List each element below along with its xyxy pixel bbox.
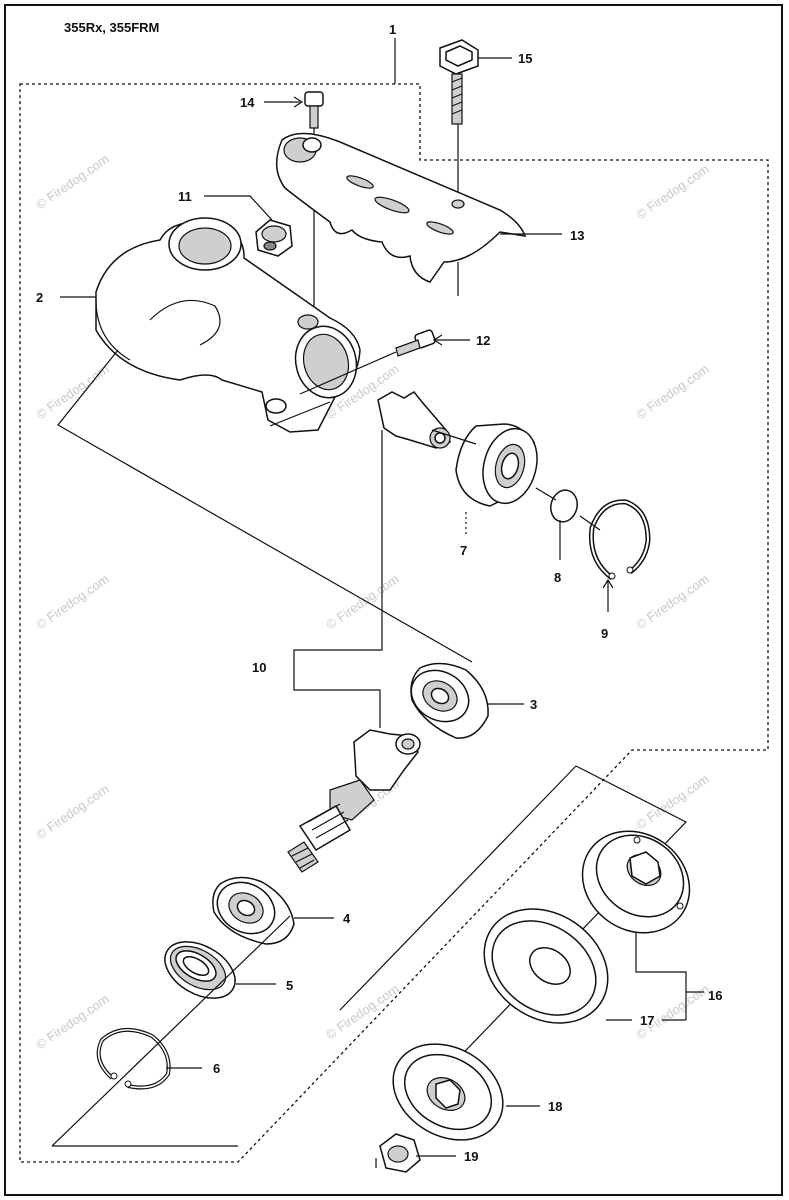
callout-14: 14 xyxy=(240,95,255,110)
callout-11: 11 xyxy=(178,189,192,204)
callout-8: 8 xyxy=(554,570,561,585)
callout-13: 13 xyxy=(570,228,584,243)
part-11-plug xyxy=(255,219,293,257)
watermark: © Firedog.com xyxy=(33,361,112,422)
callout-17: 17 xyxy=(640,1013,654,1028)
part-5-seal xyxy=(164,941,236,999)
leader-line-10 xyxy=(293,430,383,728)
leader-arrow-12 xyxy=(432,334,443,346)
watermark: © Firedog.com xyxy=(33,571,112,632)
part-10-bevel-gear-upper xyxy=(377,391,451,449)
alignment-line-right xyxy=(417,765,687,1101)
watermark: © Firedog.com xyxy=(633,161,712,222)
part-17-guard-washer xyxy=(483,908,609,1024)
callout-16: 16 xyxy=(708,988,722,1003)
callout-12: 12 xyxy=(476,333,490,348)
alignment-line-lower-left xyxy=(51,915,291,1147)
leader-arrow-9 xyxy=(602,578,614,589)
callout-15: 15 xyxy=(518,51,532,66)
part-16-flange xyxy=(581,830,691,934)
callout-19: 19 xyxy=(464,1149,478,1164)
part-13-clamp xyxy=(276,132,527,296)
watermark: © Firedog.com xyxy=(33,781,112,842)
shaft-line-9 xyxy=(579,515,601,531)
part-9-circlip-large xyxy=(588,499,651,580)
part-15-bolt xyxy=(439,39,479,200)
watermark: © Firedog.com xyxy=(323,981,402,1042)
callout-6: 6 xyxy=(213,1061,220,1076)
diagram-frame xyxy=(4,4,783,1196)
callout-7: 7 xyxy=(460,543,467,558)
leader-arrow-14 xyxy=(293,96,304,108)
watermark: © Firedog.com xyxy=(633,361,712,422)
part-6-circlip xyxy=(96,1028,171,1090)
callout-1: 1 xyxy=(389,22,396,37)
part-10-bevel-gear-shaft xyxy=(287,729,421,873)
shaft-line-8 xyxy=(535,487,557,501)
model-title: 355Rx, 355FRM xyxy=(64,20,160,35)
callout-2: 2 xyxy=(36,290,43,305)
watermark: © Firedog.com xyxy=(633,571,712,632)
part-12-screw xyxy=(299,329,436,395)
callout-3: 3 xyxy=(530,697,537,712)
watermark: © Firedog.com xyxy=(633,981,712,1042)
watermark: © Firedog.com xyxy=(633,771,712,832)
watermark: © Firedog.com xyxy=(33,151,112,212)
part-8-circlip-small xyxy=(550,489,578,523)
callout-10: 10 xyxy=(252,660,266,675)
alignment-line-center xyxy=(339,765,577,1011)
part-7-bearing xyxy=(431,423,538,507)
part-2-gear-housing xyxy=(95,217,361,433)
part-19-nut xyxy=(375,1133,421,1173)
alignment-line-2-3 xyxy=(57,349,473,663)
callout-18: 18 xyxy=(548,1099,562,1114)
part-4-bearing xyxy=(212,876,295,945)
part-3-bearing xyxy=(410,662,489,739)
callout-9: 9 xyxy=(601,626,608,641)
watermark: © Firedog.com xyxy=(323,571,402,632)
leader-line-16 xyxy=(635,932,687,1020)
callout-5: 5 xyxy=(286,978,293,993)
part-18-support-cup xyxy=(392,1043,504,1141)
leader-line-11 xyxy=(204,195,273,221)
callout-4: 4 xyxy=(343,911,351,926)
